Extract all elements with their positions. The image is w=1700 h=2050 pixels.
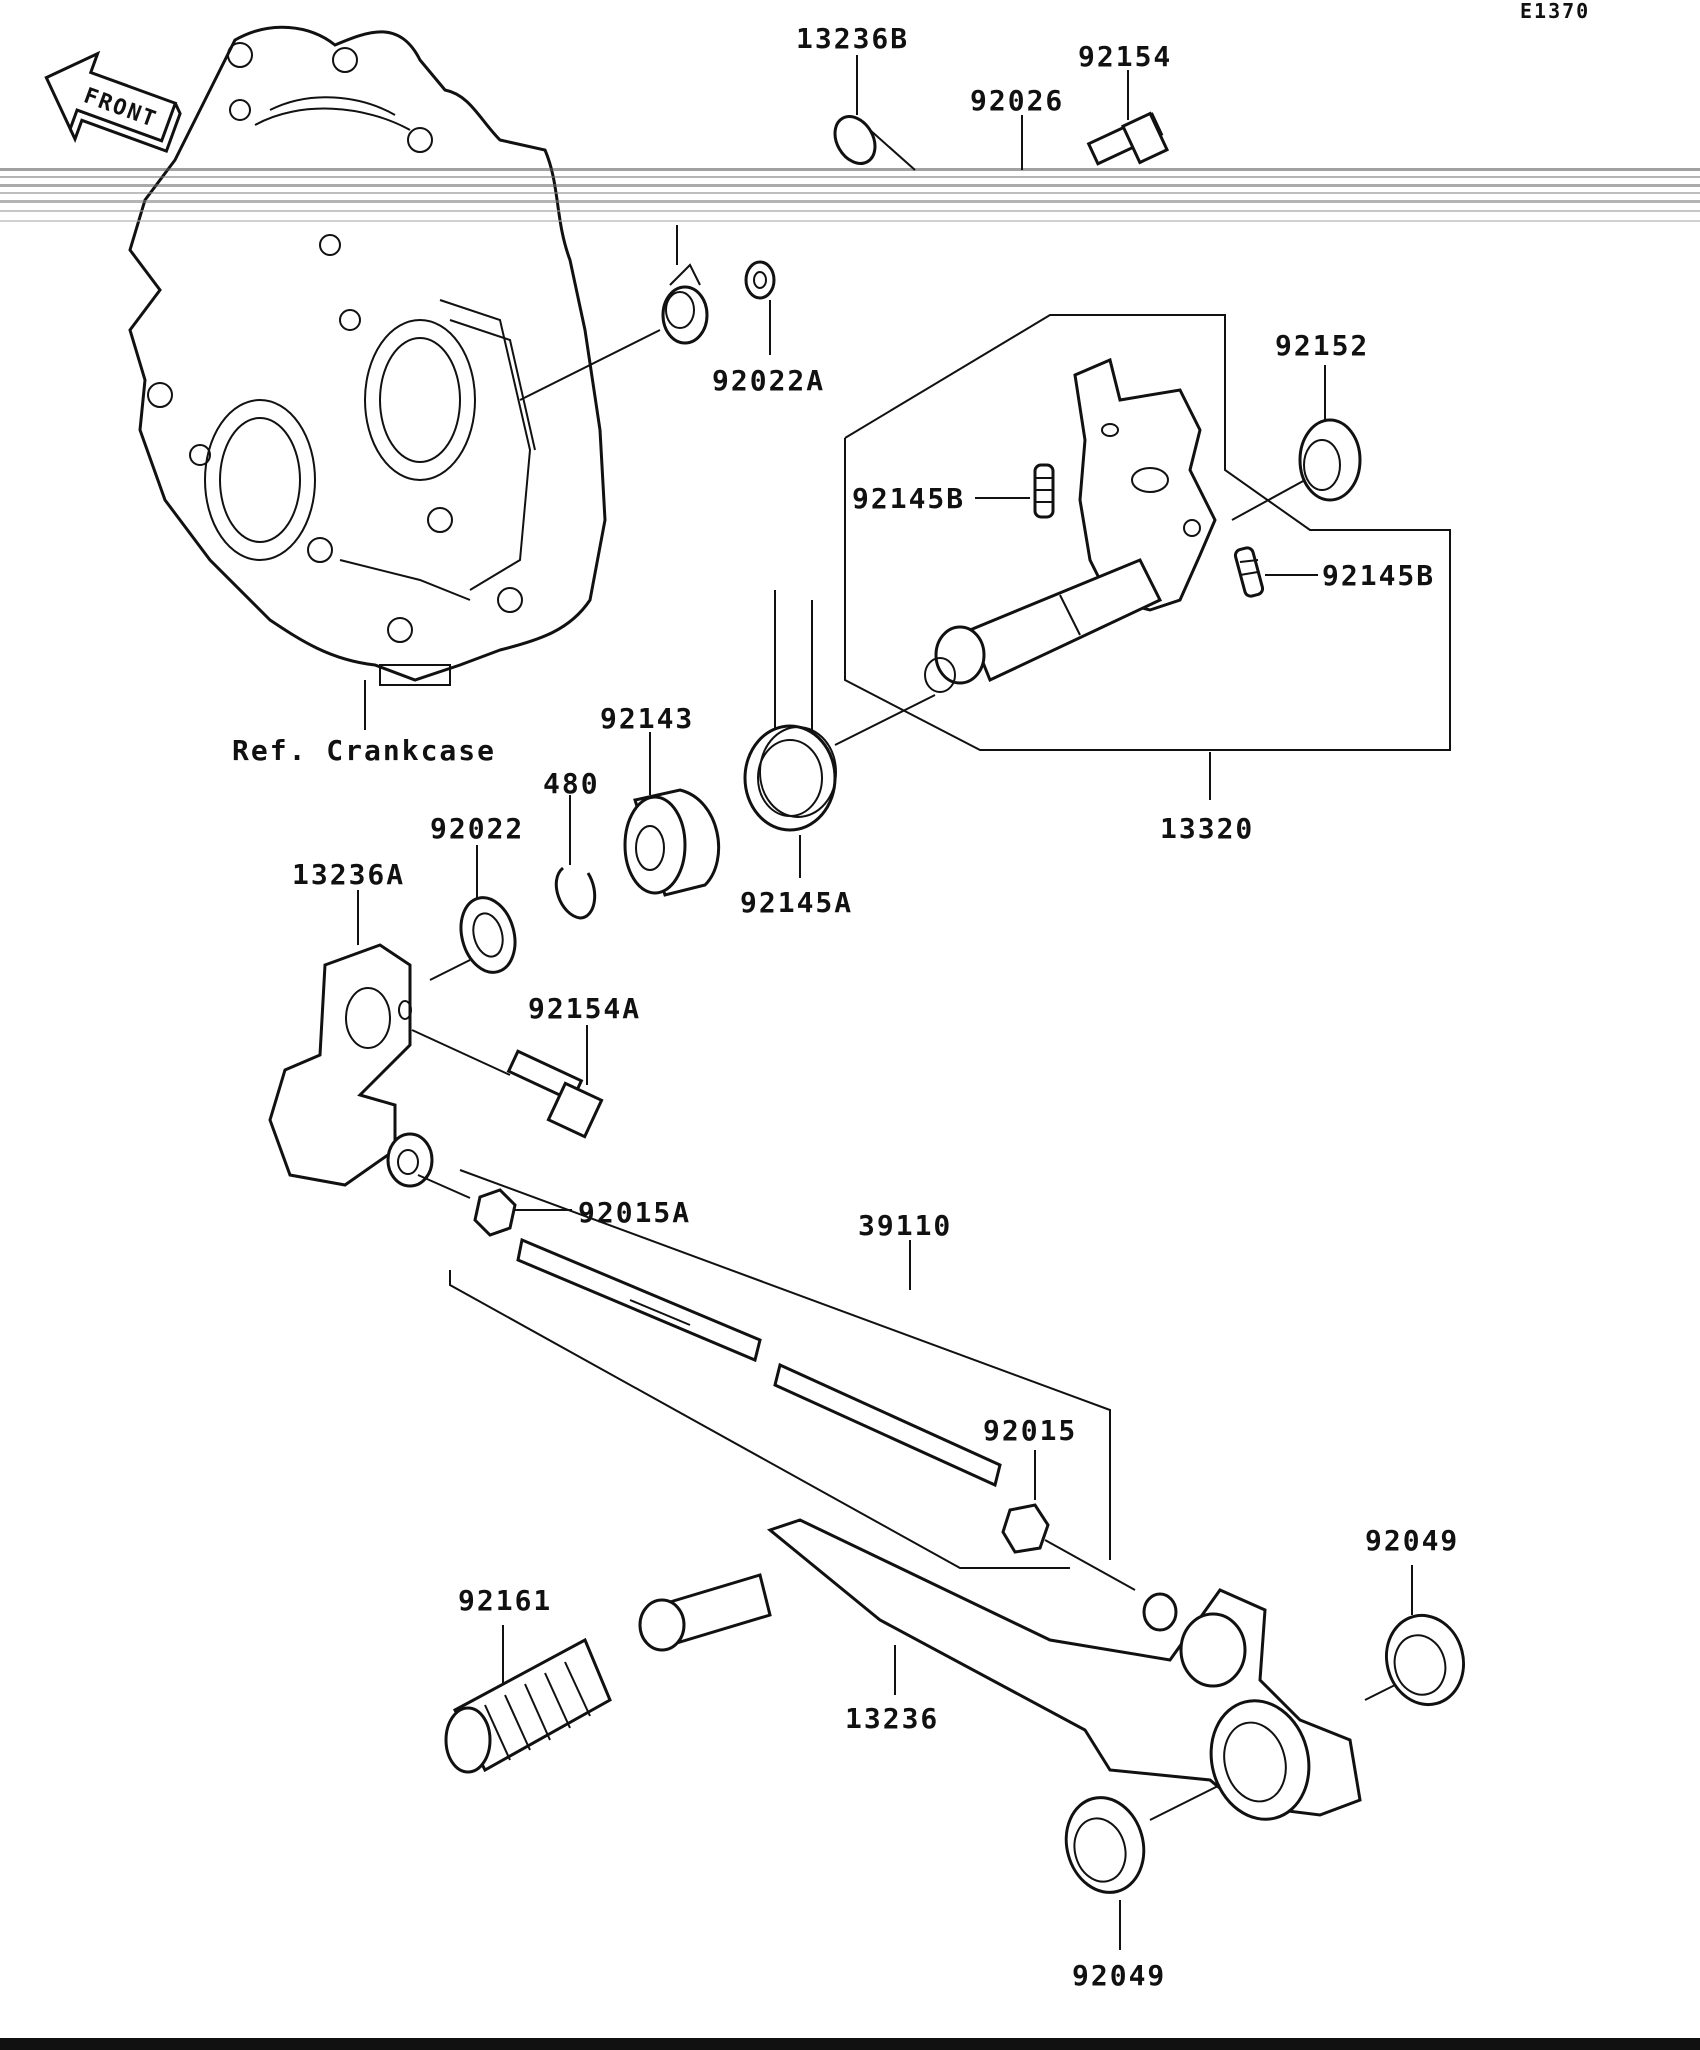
- part-92154-bolt-drawing: [1086, 111, 1170, 166]
- label-13236A: 13236A: [292, 858, 405, 891]
- washer-92022-drawing: [459, 896, 517, 974]
- nut-92015-drawing: [1001, 1503, 1050, 1554]
- label-92049-upper: 92049: [1365, 1524, 1459, 1557]
- label-92143: 92143: [600, 702, 694, 735]
- shift-pedal-13236-drawing: [638, 1518, 1362, 1821]
- ref-crankcase-label: Ref. Crankcase: [232, 734, 496, 767]
- label-480: 480: [543, 767, 600, 800]
- label-13236B: 13236B: [796, 22, 909, 55]
- diagram-code: E1370: [1520, 0, 1590, 23]
- label-92154: 92154: [1078, 40, 1172, 73]
- label-92049-lower: 92049: [1072, 1959, 1166, 1992]
- label-92022A: 92022A: [712, 364, 825, 397]
- washer-92022A-drawing: [744, 260, 776, 300]
- tie-rod-drawing: [516, 1237, 1002, 1488]
- oil-seal-92152-drawing: [1298, 418, 1362, 502]
- small-spring-92145B-left-drawing: [1033, 463, 1055, 519]
- label-92026: 92026: [970, 84, 1064, 117]
- seal-92049-upper-drawing: [1384, 1613, 1466, 1707]
- label-13236: 13236: [845, 1702, 939, 1735]
- collar-92143-drawing: [623, 788, 721, 897]
- label-92015: 92015: [983, 1414, 1077, 1447]
- label-92145B-left: 92145B: [852, 482, 965, 515]
- seal-92049-lower-drawing: [1064, 1796, 1146, 1894]
- shift-arm-plate-drawing: [1073, 357, 1217, 612]
- small-spring-drawing: [661, 263, 709, 345]
- label-92152: 92152: [1275, 329, 1369, 362]
- bolt-92154A-drawing: [506, 1049, 604, 1139]
- label-92154A: 92154A: [528, 992, 641, 1025]
- label-13320: 13320: [1160, 812, 1254, 845]
- nut-92015A-drawing: [473, 1188, 517, 1237]
- label-92145B-right: 92145B: [1322, 559, 1435, 592]
- circlip-480-drawing: [554, 866, 597, 920]
- shift-lever-13236A-drawing: [268, 943, 434, 1188]
- small-spring-92145B-right-drawing: [1233, 546, 1265, 598]
- label-39110: 39110: [858, 1209, 952, 1242]
- label-92145A: 92145A: [740, 886, 853, 919]
- label-92161: 92161: [458, 1584, 552, 1617]
- scan-noise-band: [0, 168, 1700, 222]
- bottom-border: [0, 2038, 1700, 2050]
- return-spring-92145A-drawing: [743, 590, 837, 832]
- front-arrow-icon: FRONT: [44, 50, 182, 154]
- crankcase-drawing: [128, 25, 607, 686]
- shift-shaft-drawing: [924, 558, 1163, 693]
- pedal-rubber-92161-drawing: [444, 1637, 612, 1774]
- label-92015A: 92015A: [578, 1196, 691, 1229]
- label-92022: 92022: [430, 812, 524, 845]
- part-13236B-drawing: [833, 115, 916, 171]
